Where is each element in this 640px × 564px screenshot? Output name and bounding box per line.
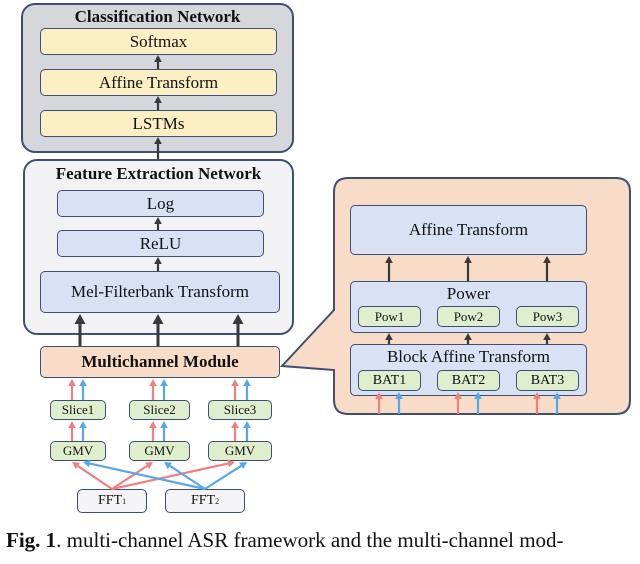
pow3-box: Pow3 bbox=[516, 306, 579, 327]
caption-text: . multi-channel ASR framework and the mu… bbox=[56, 528, 564, 552]
caption-label: Fig. 1 bbox=[6, 528, 57, 552]
figure-caption: Fig. 1. multi-channel ASR framework and … bbox=[6, 528, 564, 553]
slice3-box: Slice3 bbox=[208, 400, 272, 420]
fft1-subscript: 1 bbox=[122, 496, 127, 506]
block-affine-transform-title: Block Affine Transform bbox=[386, 347, 551, 366]
gmv1-box: GMV bbox=[50, 441, 106, 461]
gmv3-box: GMV bbox=[208, 441, 272, 461]
bat3-box: BAT3 bbox=[516, 370, 579, 391]
classifier-affine-transform-box: Affine Transform bbox=[40, 69, 277, 96]
detail-affine-transform-box: Affine Transform bbox=[350, 205, 587, 255]
slice1-box: Slice1 bbox=[50, 400, 106, 420]
feature-extraction-network-title: Feature Extraction Network bbox=[55, 164, 262, 183]
classification-network-title: Classification Network bbox=[74, 7, 241, 26]
fft1-label: FFT bbox=[97, 493, 123, 508]
softmax-box: Softmax bbox=[40, 28, 277, 55]
gmv2-box: GMV bbox=[129, 441, 190, 461]
pow2-box: Pow2 bbox=[437, 306, 500, 327]
fft2-label: FFT bbox=[190, 493, 216, 508]
slice2-box: Slice2 bbox=[129, 400, 190, 420]
bat1-box: BAT1 bbox=[358, 370, 421, 391]
relu-box: ReLU bbox=[57, 230, 264, 257]
fft2-subscript: 2 bbox=[215, 496, 220, 506]
lstms-box: LSTMs bbox=[40, 110, 277, 137]
multichannel-module-box: Multichannel Module bbox=[40, 346, 280, 378]
power-title: Power bbox=[446, 284, 491, 303]
bat2-box: BAT2 bbox=[437, 370, 500, 391]
log-box: Log bbox=[57, 190, 264, 217]
mel-filterbank-transform-box: Mel-Filterbank Transform bbox=[40, 271, 280, 313]
pow1-box: Pow1 bbox=[358, 306, 421, 327]
